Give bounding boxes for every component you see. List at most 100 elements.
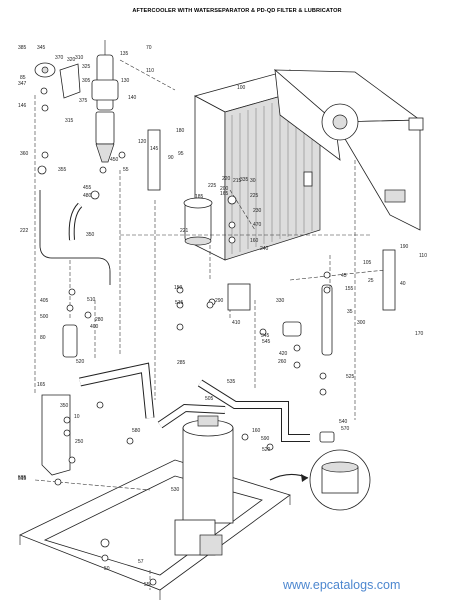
callout-label: 315 [65, 118, 74, 124]
callout-label: 160 [250, 238, 259, 244]
callout-label: 45 [341, 273, 347, 279]
callout-label: 330 [276, 298, 285, 304]
tube-400 [321, 284, 333, 356]
callout-label: 405 [40, 298, 49, 304]
callout-label: 585 [18, 475, 27, 481]
callout-label: 530 [171, 487, 180, 493]
callout-label: 360 [20, 151, 29, 157]
callout-label: 470 [253, 222, 262, 228]
callout-label: 350 [60, 403, 69, 409]
callout-label: 310 [75, 55, 84, 61]
callout-label: 225 [250, 193, 259, 199]
callout-label: 230 [253, 208, 262, 214]
bracket-525 [41, 394, 71, 476]
callout-label: 305 [82, 78, 91, 84]
callout-label: 590 [261, 436, 270, 442]
callout-label: 90 [168, 155, 174, 161]
callout-label: 240 [260, 246, 269, 252]
callout-label: 40 [400, 281, 406, 287]
callout-label: 545 [262, 339, 271, 345]
filter-column [91, 40, 119, 163]
callout-label: 50 [104, 566, 110, 572]
callout-label: 70 [146, 45, 152, 51]
watermark: www.epcatalogs.com [283, 578, 401, 592]
callout-label: 57 [138, 559, 144, 565]
callout-label: 165 [37, 382, 46, 388]
callout-label: 420 [279, 351, 288, 357]
filter-520 [62, 324, 78, 358]
callout-label: 347 [18, 81, 27, 87]
callout-label: 146 [18, 103, 27, 109]
callout-label: 370 [55, 55, 64, 61]
bracket-36 [382, 249, 396, 311]
callout-label: 535 [227, 379, 236, 385]
callout-label: 250 [75, 439, 84, 445]
callout-label: 10 [74, 414, 80, 420]
callout-label: 400 [90, 324, 99, 330]
aftercooler-core [193, 69, 322, 261]
detail-inset [269, 449, 371, 511]
callout-label: 285 [177, 360, 186, 366]
callout-label: 35 [347, 309, 353, 315]
callout-label: 570 [341, 426, 350, 432]
callout-label: 500 [40, 314, 49, 320]
receiver-tank [174, 415, 234, 556]
callout-label: 155 [345, 286, 354, 292]
callout-label: 80 [40, 335, 46, 341]
callout-label: 325 [82, 64, 91, 70]
callout-label: 540 [339, 419, 348, 425]
callout-label: 130 [121, 78, 130, 84]
hose-350 [39, 190, 111, 285]
callout-label: 520 [262, 447, 271, 453]
callout-label: 140 [128, 95, 137, 101]
callout-label: 355 [58, 167, 67, 173]
callout-label: 55 [144, 582, 150, 588]
callout-label: 95 [178, 151, 184, 157]
callout-label: 190 [400, 244, 409, 250]
callout-label: 110 [146, 68, 154, 74]
callout-label: 520 [76, 359, 85, 365]
callout-label: 510 [87, 297, 96, 303]
callout-label: 320 [67, 57, 76, 63]
callout-label: 505 [205, 396, 214, 402]
callout-label: 55 [123, 167, 129, 173]
callout-label: 290 [215, 298, 224, 304]
callout-label: 450 [110, 157, 119, 163]
callout-label: 225 [208, 183, 217, 189]
callout-label: 350 [86, 232, 95, 238]
callout-label: 222 [20, 228, 29, 234]
callout-label: 110 [419, 253, 427, 259]
callout-label: 180 [176, 128, 185, 134]
callout-label: 410 [232, 320, 241, 326]
callout-label: 480 [83, 193, 92, 199]
callout-label: 375 [79, 98, 88, 104]
callout-label: 260 [278, 359, 287, 365]
callout-label: 335 [240, 177, 249, 183]
callout-label: 30 [250, 178, 256, 184]
callout-label: 135 [120, 51, 129, 57]
callout-label: 221 [180, 228, 189, 234]
callout-label: 200 [220, 186, 229, 192]
callout-label: 455 [83, 185, 92, 191]
diagram-title: AFTERCOOLER WITH WATERSEPARATOR & PD-QD … [132, 8, 342, 14]
callout-label: 150 [174, 285, 183, 291]
callout-label: 170 [415, 331, 424, 337]
callout-label: 215 [233, 178, 242, 184]
callout-label: 120 [138, 139, 147, 145]
water-separator [183, 197, 213, 246]
fittings [37, 87, 424, 586]
callout-label: 525 [346, 374, 355, 380]
callout-label: 165 [220, 191, 229, 197]
callout-label: 185 [195, 194, 204, 200]
callout-label: 280 [95, 317, 104, 323]
callout-label: 515 [175, 300, 184, 306]
callout-label: 100 [237, 85, 246, 91]
callout-label: 345 [37, 45, 46, 51]
callout-label: 345 [261, 333, 270, 339]
callout-label: 580 [132, 428, 141, 434]
callout-label: 25 [368, 278, 374, 284]
fan-shroud [273, 69, 422, 231]
callout-label: 160 [252, 428, 261, 434]
